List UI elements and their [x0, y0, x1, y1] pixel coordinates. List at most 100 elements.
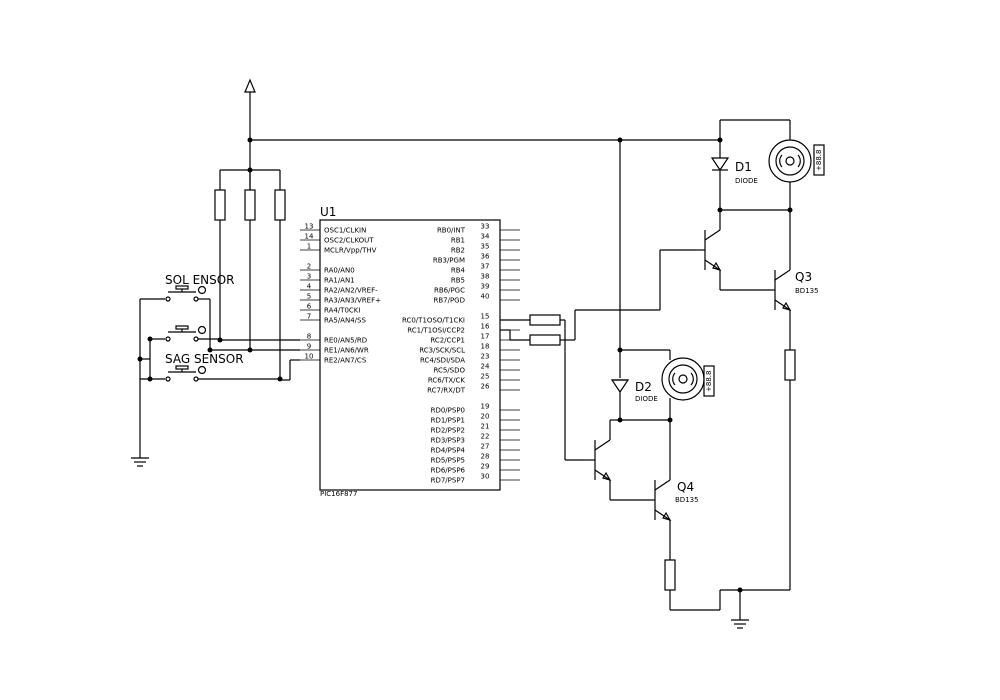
q3-ref-label: Q3	[795, 270, 812, 284]
d2-ref-label: D2	[635, 380, 652, 394]
sol-sensor-label: SOL ENSOR	[165, 273, 235, 287]
middle-sensor-switch	[150, 325, 220, 342]
q4-type-label: BD135	[675, 496, 699, 504]
pin-name: RD4/PSP4	[431, 447, 466, 455]
pin-name: RD6/PSP6	[431, 467, 466, 475]
pin-number: 39	[481, 283, 490, 291]
pin-number: 35	[481, 243, 490, 251]
pin-number: 24	[481, 363, 490, 371]
pin-number: 2	[307, 263, 311, 271]
pin-number: 13	[305, 223, 314, 231]
pin-name: RC0/T1OSO/T1CKI	[402, 317, 465, 325]
resistor-r3	[274, 189, 286, 221]
sensor-switches	[139, 285, 280, 458]
sag-sensor-switch	[140, 365, 280, 382]
base-resistor-bottom	[529, 334, 561, 346]
transistor-q4-driver	[585, 419, 790, 620]
pin-name: RB0/INT	[437, 227, 466, 235]
motor-1-meter	[813, 144, 825, 176]
mcu-part-label: PIC16F877	[320, 490, 357, 498]
pin-number: 8	[307, 333, 311, 341]
pin-number: 26	[481, 383, 490, 391]
motor-1	[768, 139, 825, 183]
sensor-to-mcu-wires	[209, 299, 300, 381]
pin-name: RD2/PSP2	[431, 427, 465, 435]
pin-number: 17	[481, 333, 490, 341]
pin-number: 36	[481, 253, 490, 261]
transistor-q3-driver	[695, 210, 796, 590]
pin-name: RC1/T1OSI/CCP2	[407, 327, 465, 335]
base-resistor-top	[529, 314, 561, 326]
sol-sensor-switch	[140, 285, 210, 302]
pin-name: RD3/PSP3	[431, 437, 465, 445]
junction-dots	[137, 137, 793, 593]
pin-number: 30	[481, 473, 490, 481]
pin-name: RA1/AN1	[324, 277, 355, 285]
pin-number: 40	[481, 293, 490, 301]
emitter-resistor-q3	[784, 349, 796, 381]
pin-name: OSC2/CLKOUT	[324, 237, 374, 245]
d1-type-label: DIODE	[735, 177, 758, 185]
pin-name: OSC1/CLKIN	[324, 227, 366, 235]
pin-number: 9	[307, 343, 311, 351]
pin-number: 28	[481, 453, 490, 461]
pin-name: RD5/PSP5	[431, 457, 465, 465]
pin-name: RC3/SCK/SCL	[419, 347, 465, 355]
motor-1-display: +88.8	[815, 150, 823, 171]
pin-name: RB6/PGC	[434, 287, 465, 295]
power-terminal	[244, 78, 256, 140]
pin-number: 22	[481, 433, 490, 441]
ground-left	[131, 457, 149, 467]
pin-name: RA5/AN4/SS	[324, 317, 366, 325]
pin-number: 10	[305, 353, 314, 361]
pin-number: 16	[481, 323, 490, 331]
pin-number: 33	[481, 223, 490, 231]
motor-2-meter	[703, 365, 715, 397]
pin-name: RB2	[451, 247, 465, 255]
pin-number: 15	[481, 313, 490, 321]
pin-number: 19	[481, 403, 490, 411]
resistor-r2	[244, 189, 256, 221]
pin-name: RB5	[451, 277, 465, 285]
pin-number: 23	[481, 353, 490, 361]
mcu-body	[319, 219, 501, 491]
pin-number: 6	[307, 303, 312, 311]
q3-type-label: BD135	[795, 287, 819, 295]
pin-name: RB4	[451, 267, 466, 275]
pin-name: RB1	[451, 237, 465, 245]
pin-number: 21	[481, 423, 490, 431]
pin-number: 27	[481, 443, 490, 451]
pin-name: RC7/RX/DT	[427, 387, 466, 395]
ground-right	[731, 619, 749, 629]
pin-name: RD1/PSP1	[431, 417, 465, 425]
pin-number: 20	[481, 413, 490, 421]
